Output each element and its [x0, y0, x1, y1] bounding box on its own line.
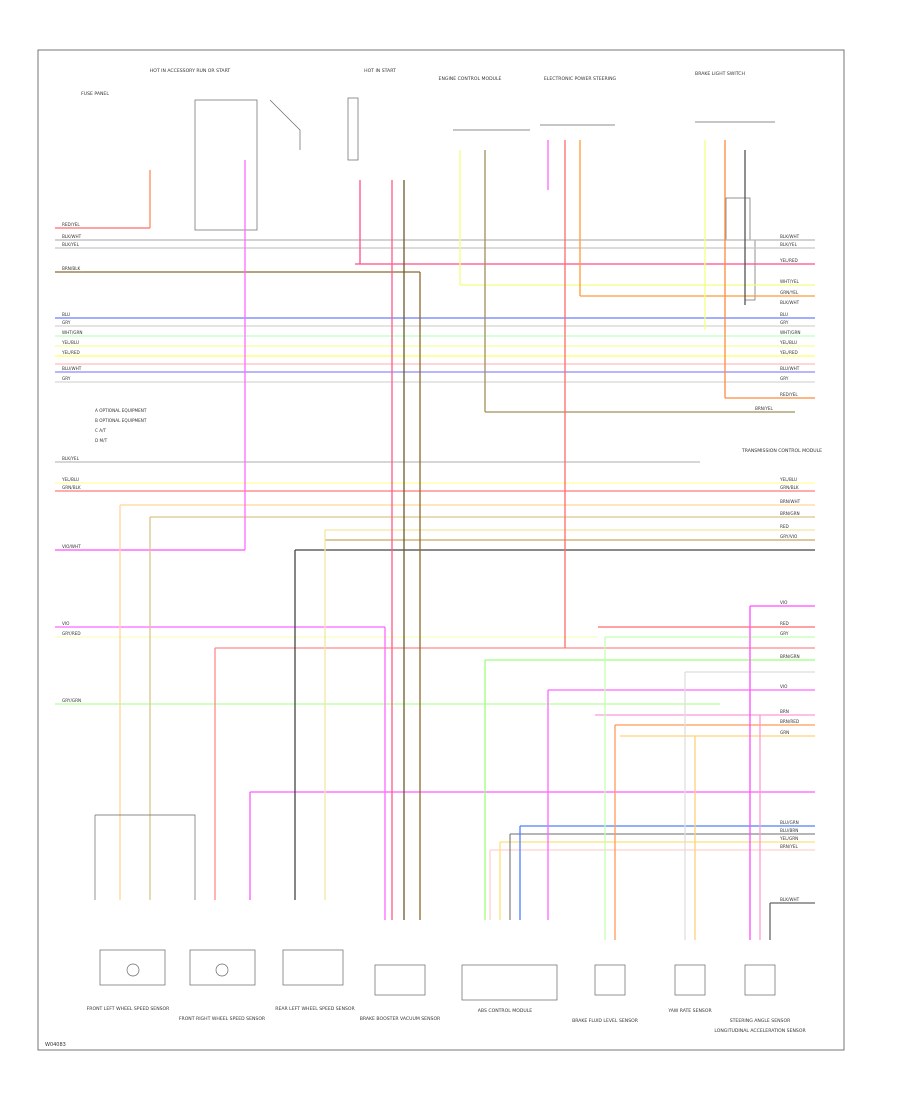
wire-label-right: RED: [780, 621, 789, 626]
wire-label-right: BLU: [780, 312, 788, 317]
wire-label-right: YEL/RED: [779, 258, 798, 263]
wire-label-left: GRN/BLK: [62, 485, 81, 490]
wire-label-right: BRN/YEL: [780, 844, 799, 849]
top-caption-hot-acc-run-start: HOT IN ACCESSORY RUN OR START: [150, 68, 231, 74]
legend-line-c: C A/T: [95, 428, 107, 433]
wire-label-left: RED/YEL: [62, 222, 80, 227]
left-wire-labels: RED/YEL BLK/WHT BLK/YEL BRN/BLK BLU GRY …: [61, 222, 83, 703]
vertical-wires: [119, 140, 771, 940]
wire-label-right: GRY: [780, 320, 789, 325]
wire-label-left: BLK/YEL: [62, 242, 80, 247]
wire-label-right: YEL/BLU: [779, 477, 797, 482]
wire-label-right: YEL/RED: [779, 350, 798, 355]
wire-label-left: VIO: [62, 621, 70, 626]
wire-label-right: BRN/GRN: [780, 654, 800, 659]
wire-label-right: BLK/YEL: [780, 242, 798, 247]
wire-label-left: GRY: [62, 376, 71, 381]
wire-label-right: BLU/WHT: [780, 366, 800, 371]
top-caption-brake-switch: BRAKE LIGHT SWITCH: [695, 71, 745, 77]
wire-label-left: YEL/RED: [61, 350, 80, 355]
legend-line-a: A OPTIONAL EQUIPMENT: [95, 408, 147, 413]
wire-label-right: WHT/GRN: [780, 330, 801, 335]
bottom-caption-fr-wss: FRONT RIGHT WHEEL SPEED SENSOR: [179, 1016, 266, 1022]
bottom-caption-steering: STEERING ANGLE SENSOR: [730, 1018, 791, 1024]
top-caption-eps: ELECTRONIC POWER STEERING: [544, 76, 617, 82]
footer-code: W04083: [45, 1042, 66, 1048]
wire-label-right: GRY/VIO: [780, 534, 798, 539]
legend-line-d: D M/T: [95, 438, 108, 443]
wire-label-right: BLK/WHT: [780, 234, 800, 239]
legend-line-b: B OPTIONAL EQUIPMENT: [95, 418, 147, 423]
wire-label-right: BRN: [780, 709, 789, 714]
wire-label-right: VIO: [780, 684, 788, 689]
wire-label-right: GRN/BLK: [780, 485, 799, 490]
wire-label-right: BRN/WHT: [780, 499, 801, 504]
wire-label-right: RED: [780, 524, 789, 529]
bottom-caption-longitudinal: LONGITUDINAL ACCELERATION SENSOR: [714, 1028, 806, 1034]
wire-label-left: YEL/BLU: [61, 340, 79, 345]
wire-label-left: BLU/WHT: [62, 366, 82, 371]
wire-label-left: BLK/YEL: [62, 456, 80, 461]
horizontal-wires: [55, 227, 815, 904]
bottom-caption-rl-wss: REAR LEFT WHEEL SPEED SENSOR: [275, 1006, 355, 1012]
bottom-components: [94, 814, 776, 1001]
bottom-caption-yaw: YAW RATE SENSOR: [667, 1008, 712, 1014]
wire-label-right: BRN/RED: [780, 719, 799, 724]
bottom-caption-fl-wss: FRONT LEFT WHEEL SPEED SENSOR: [87, 1006, 171, 1012]
wire-label-right: BLK/WHT: [780, 897, 800, 902]
wire-label-right: BRN/YEL: [755, 406, 774, 411]
wire-label-left: BLK/WHT: [62, 234, 82, 239]
wire-label-left: WHT/GRN: [62, 330, 83, 335]
wire-label-left: GRY/GRN: [62, 698, 81, 703]
wire-label-right: GRN: [780, 730, 789, 735]
side-caption-tcm: TRANSMISSION CONTROL MODULE: [741, 448, 822, 454]
wire-label-right: VIO: [780, 600, 788, 605]
wire-label-right: BLU/BRN: [780, 828, 798, 833]
wire-label-right: WHT/YEL: [780, 279, 799, 284]
wire-label-left: GRY: [62, 320, 71, 325]
bottom-caption-abs: ABS CONTROL MODULE: [478, 1008, 533, 1014]
wire-label-right: BLK/WHT: [780, 300, 800, 305]
wire-label-right: YEL/GRN: [779, 836, 798, 841]
diagram-border: [37, 49, 845, 1051]
bottom-caption-booster: BRAKE BOOSTER VACUUM SENSOR: [360, 1016, 441, 1022]
wire-label-left: GRY/RED: [62, 631, 81, 636]
wire-label-left: BLU: [62, 312, 70, 317]
top-caption-hot-start: HOT IN START: [364, 68, 396, 74]
wire-label-right: RED/YEL: [780, 392, 798, 397]
wire-label-left: BRN/BLK: [62, 266, 81, 271]
wire-label-right: GRY: [780, 376, 789, 381]
wire-label-left: VIO/WHT: [62, 544, 81, 549]
wire-label-right: GRN/YEL: [780, 290, 799, 295]
wire-label-right: BLU/GRN: [780, 820, 799, 825]
bottom-caption-fluid: BRAKE FLUID LEVEL SENSOR: [572, 1018, 639, 1024]
wire-label-right: YEL/BLU: [779, 340, 797, 345]
top-caption-ecm: ENGINE CONTROL MODULE: [439, 76, 502, 82]
right-wire-labels: BLK/WHT BLK/YEL YEL/RED WHT/YEL GRN/YEL …: [755, 234, 801, 902]
wire-label-right: GRY: [780, 631, 789, 636]
wire-label-left: YEL/BLU: [61, 477, 79, 482]
wire-label-right: BRN/GRN: [780, 511, 800, 516]
top-caption-fuse-panel: FUSE PANEL: [81, 91, 109, 97]
